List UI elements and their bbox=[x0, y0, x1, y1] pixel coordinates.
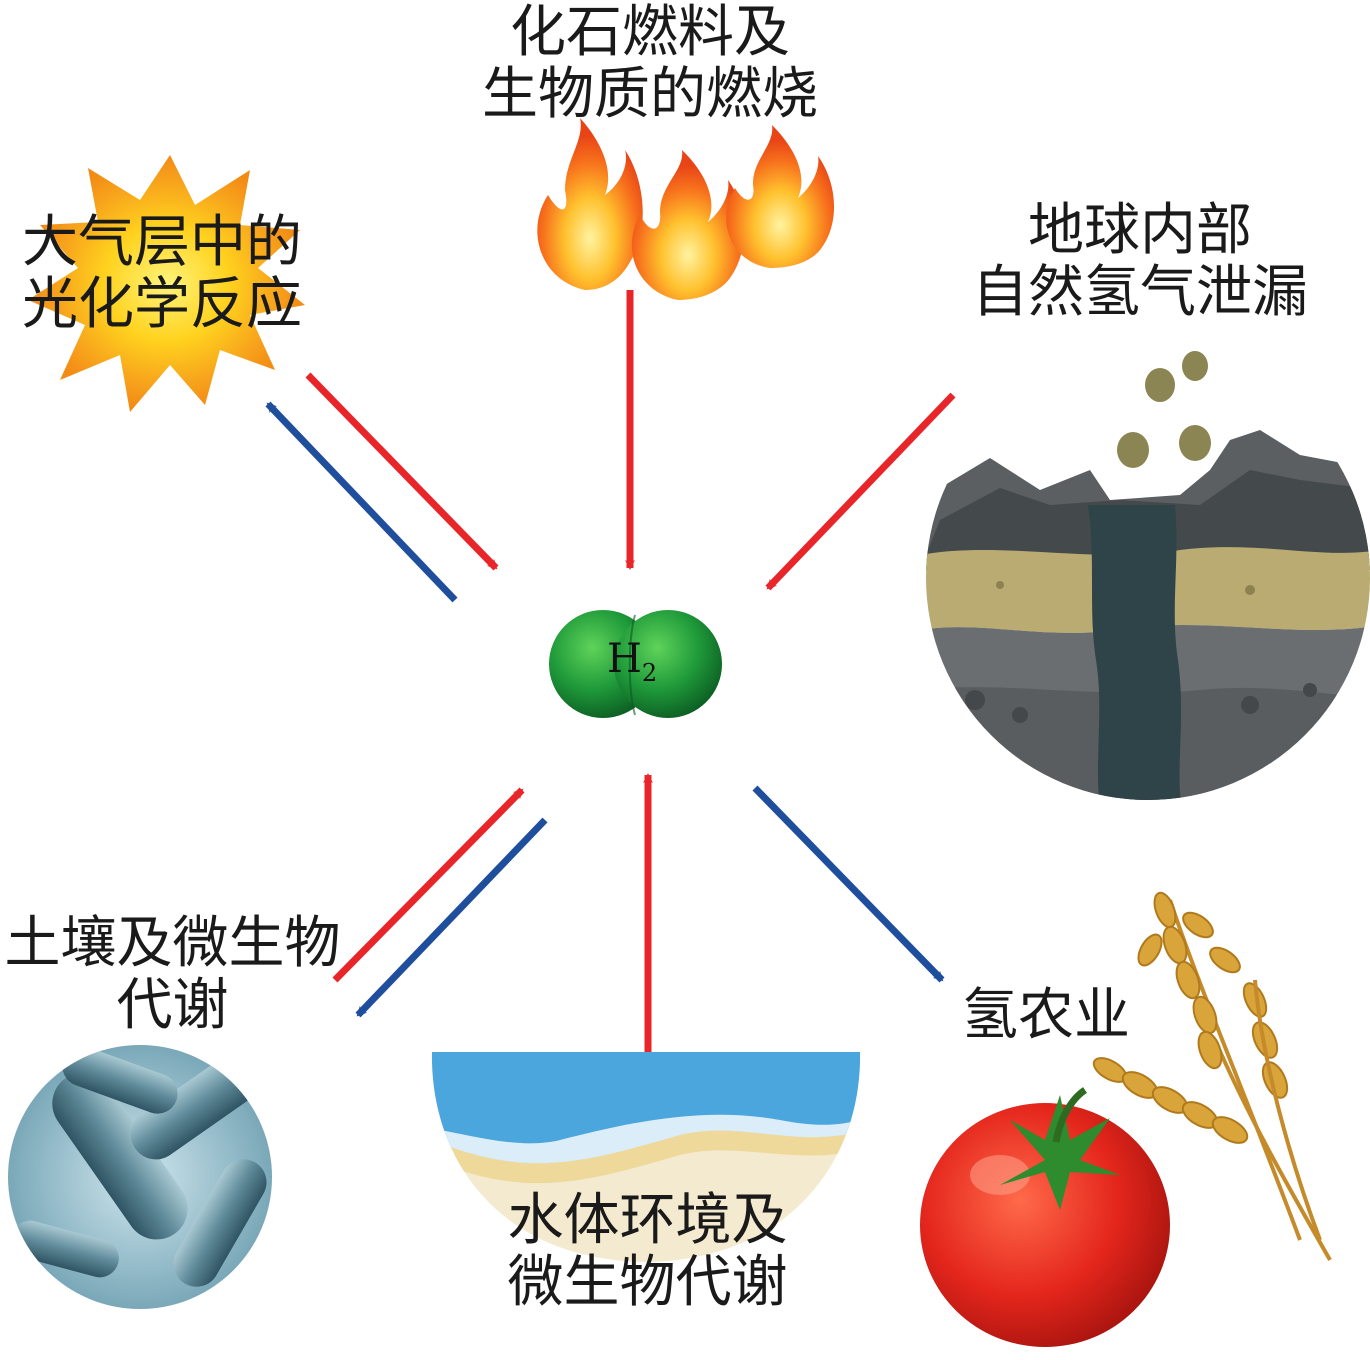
soil-microbes-label-line1: 土壤及微生物 bbox=[4, 911, 341, 976]
wheat-icon bbox=[1092, 891, 1332, 1261]
arrows bbox=[265, 290, 956, 1052]
arrow-h2-to-photochem bbox=[265, 401, 458, 603]
photochemistry-label: 大气层中的 光化学反应 bbox=[22, 212, 302, 336]
flames-icon bbox=[537, 118, 835, 300]
arrow-h2-to-agriculture bbox=[752, 785, 945, 983]
sun-icon bbox=[28, 155, 305, 412]
arrow-soil-to-h2 bbox=[332, 787, 525, 983]
h2-molecule bbox=[549, 610, 722, 718]
combustion-label: 化石燃料及 生物质的燃烧 bbox=[440, 2, 860, 126]
geologic-label-line2: 自然氢气泄漏 bbox=[972, 260, 1308, 325]
geologic-label-line1: 地球内部 bbox=[1028, 198, 1252, 263]
water-microbes-label-line1: 水体环境及 bbox=[507, 1188, 788, 1253]
combustion-label-line2: 生物质的燃烧 bbox=[482, 62, 818, 127]
water-microbes-label-line2: 微生物代谢 bbox=[507, 1250, 788, 1315]
photochemistry-label-line2: 光化学反应 bbox=[22, 272, 302, 337]
h2-symbol: H bbox=[607, 636, 642, 682]
water-microbes-label: 水体环境及 微生物代谢 bbox=[470, 1190, 825, 1314]
geologic-label: 地球内部 自然氢气泄漏 bbox=[955, 200, 1325, 324]
hydrogen-bubbles-icon bbox=[1117, 351, 1211, 468]
agriculture-label: 氢农业 bbox=[962, 985, 1130, 1047]
earth-crust-icon bbox=[926, 356, 1370, 800]
bacteria-icon bbox=[8, 1045, 272, 1309]
combustion-label-line1: 化石燃料及 bbox=[510, 0, 790, 65]
arrow-geologic-to-h2 bbox=[765, 392, 956, 591]
arrow-h2-to-soil bbox=[355, 817, 548, 1018]
photochemistry-label-line1: 大气层中的 bbox=[22, 210, 302, 275]
water-beach-icon bbox=[431, 1052, 861, 1262]
arrow-photochem-to-h2 bbox=[305, 372, 499, 571]
agriculture-label-line1: 氢农业 bbox=[962, 983, 1130, 1048]
soil-microbes-label: 土壤及微生物 代谢 bbox=[0, 913, 345, 1037]
tomato-icon bbox=[920, 1087, 1170, 1347]
h2-label: H2 bbox=[607, 636, 657, 687]
soil-microbes-label-line2: 代谢 bbox=[116, 973, 229, 1038]
h2-subscript: 2 bbox=[641, 659, 658, 687]
